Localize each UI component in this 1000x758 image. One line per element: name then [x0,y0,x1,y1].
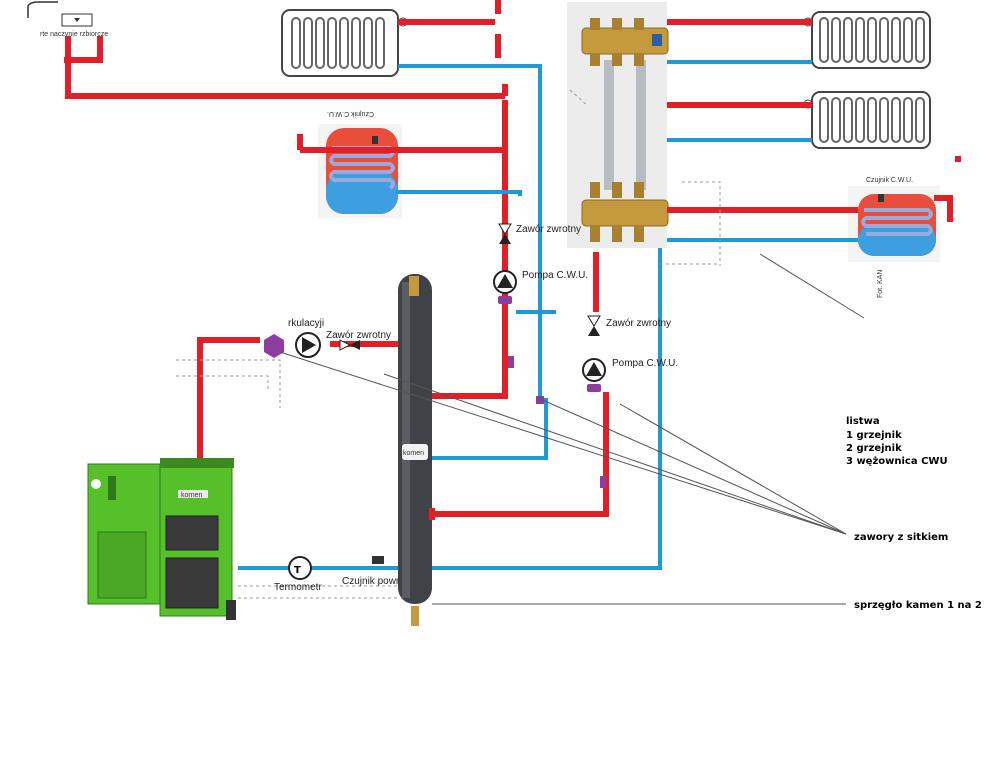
recirculation-pump: rkulacyji [264,318,324,358]
expansion-vessel-label: rte naczynie rzbiorcze [40,31,108,38]
manifold [567,2,669,248]
recirculation-label: rkulacyji [288,318,324,329]
photo-credit: Fot. KAN [877,270,884,298]
expansion-vessel: rte naczynie rzbiorcze [27,1,108,38]
check-valve-recirc-label: Zawór zwrotny [326,330,391,341]
cwu-tank-left: Czujnik C.W.U. [318,110,402,218]
thermometer: T Termometr [274,556,322,593]
wiring-dashed [176,89,721,599]
pump-cwu-2: Pompa C.W.U. [582,358,678,392]
pump-cwu-1-label: Pompa C.W.U. [522,270,588,281]
return-sensor: Czujnik powr [342,556,400,587]
pump-cwu-2-label: Pompa C.W.U. [612,358,678,369]
check-valve-2: Zawór zwrotny [587,315,671,336]
check-valve-2-label: Zawór zwrotny [606,318,671,329]
radiator-right-2 [803,91,931,149]
supply-pipes [64,0,961,520]
thermometer-label: Termometr [274,582,322,593]
hydraulic-coupler: komen [398,274,432,626]
return-sensor-label: Czujnik powr [342,576,400,587]
pump-cwu-1: Pompa C.W.U. [493,270,588,304]
return-pipes [238,60,858,570]
legend-item-3: 3 wężownica CWU [846,456,948,467]
legend-item-1: 1 grzejnik [846,430,902,441]
check-valve-recirc: Zawór zwrotny [326,330,391,351]
legend-manifold-title: listwa [846,416,880,427]
strainer-markers [508,356,606,488]
callout-lines [279,253,865,605]
cwu-sensor-right-label: Czujnik C.W.U. [866,177,913,184]
legend-coupler-note: sprzęgło kamen 1 na 2 [854,600,982,611]
radiator-right-1 [803,11,931,69]
check-valve-1-label: Zawór zwrotny [516,224,581,235]
legend: listwa 1 grzejnik 2 grzejnik 3 wężownica… [846,416,982,611]
boiler: kornen [87,458,236,620]
check-valve-1: Zawór zwrotny [498,223,581,244]
coupler-brand: komen [403,450,424,457]
cwu-tank-right: Czujnik C.W.U. Fot. KAN [848,177,940,298]
radiator-top-left [281,9,408,77]
cwu-sensor-top-label: Czujnik C.W.U. [327,110,374,117]
thermometer-symbol: T [294,565,301,576]
boiler-brand: kornen [181,492,203,499]
legend-item-2: 2 grzejnik [846,443,902,454]
legend-strainer-valves: zawory z sitkiem [854,532,948,543]
